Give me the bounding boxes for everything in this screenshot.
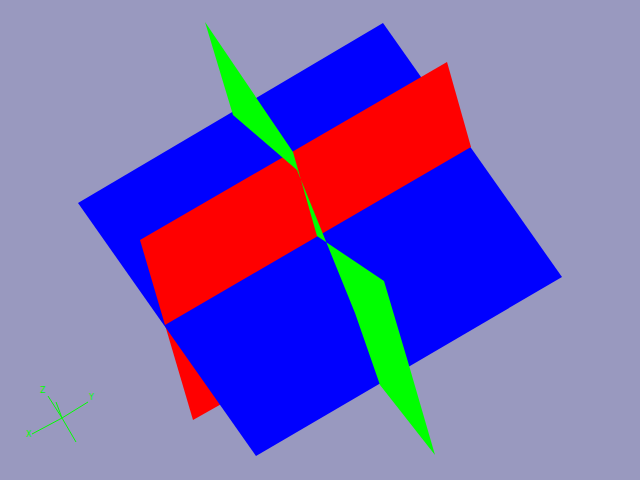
axis-label: Y (89, 394, 94, 402)
axis-gizmo (32, 396, 88, 442)
axis-label: X (26, 431, 31, 439)
blue-plane (78, 23, 562, 456)
axis-label: Z (40, 387, 45, 395)
green-plane (205, 22, 435, 455)
